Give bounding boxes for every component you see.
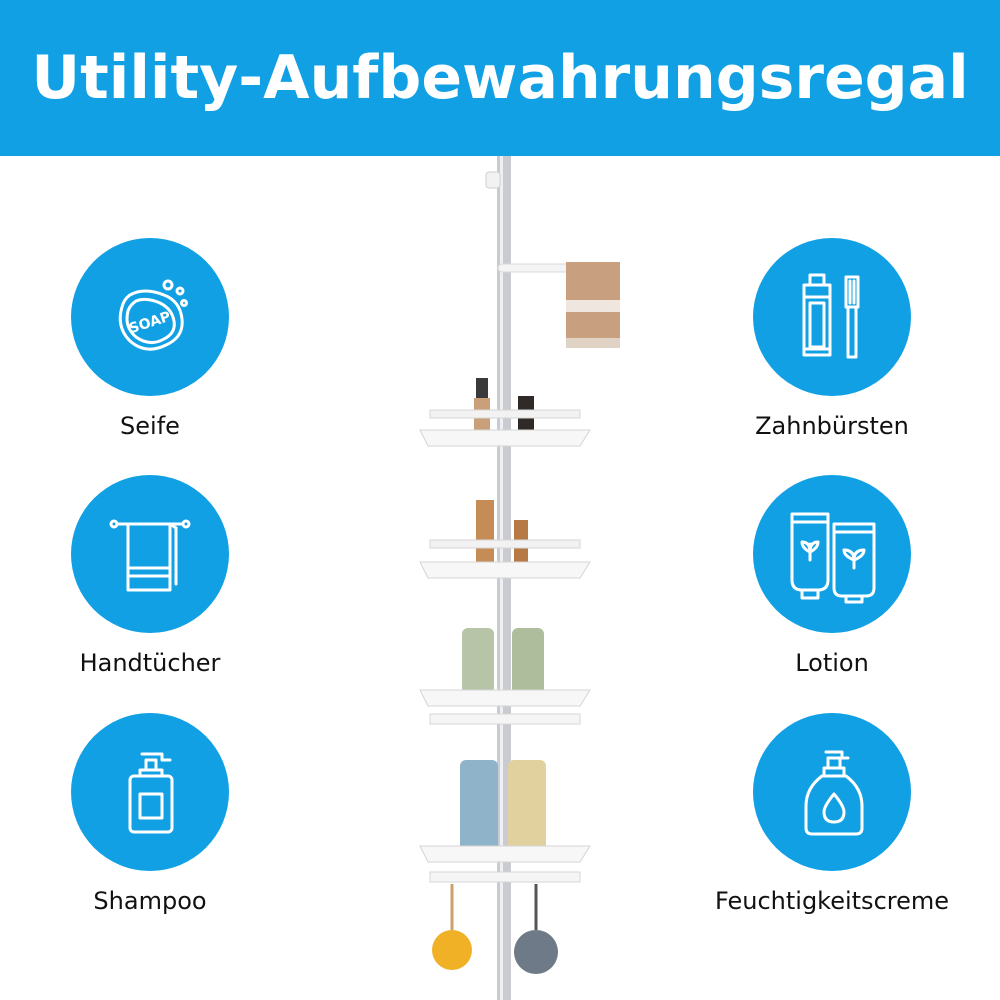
lotion-tubes-icon xyxy=(790,512,876,604)
feature-label-lotion: Lotion xyxy=(795,649,869,677)
bottle-shampoo-1 xyxy=(460,760,498,852)
soap-icon: SOAP xyxy=(118,279,188,351)
moisturizer-bottle-icon-circle xyxy=(753,713,911,871)
feature-towels: Handtücher xyxy=(10,475,290,677)
bath-sponge-grey xyxy=(514,930,558,974)
feature-soap: SOAP Seife xyxy=(10,238,290,440)
soap-icon-circle: SOAP xyxy=(71,238,229,396)
shelf-3 xyxy=(419,689,591,707)
feature-toothbrushes: Zahnbürsten xyxy=(692,238,972,440)
feature-shampoo: Shampoo xyxy=(10,713,290,915)
shelf-1 xyxy=(419,429,591,447)
page-title: Utility-Aufbewahrungsregal xyxy=(31,43,969,113)
soap-text: SOAP xyxy=(127,309,173,337)
pump-bottle-icon xyxy=(128,752,174,834)
towel-icon xyxy=(109,519,191,592)
shelf-4 xyxy=(419,845,591,863)
bath-sponge-yellow xyxy=(432,930,472,970)
toothpaste-toothbrush-icon xyxy=(802,273,860,359)
feature-label-toothbrushes: Zahnbürsten xyxy=(755,412,909,440)
shelf-product-image xyxy=(419,156,620,1000)
feature-lotion: Lotion xyxy=(692,475,972,677)
feature-label-soap: Seife xyxy=(120,412,180,440)
feature-label-moisturizer: Feuchtigkeitscreme xyxy=(714,887,950,915)
pump-bottle-icon-circle xyxy=(71,713,229,871)
towel-stripe xyxy=(566,300,620,312)
towel-icon-circle xyxy=(71,475,229,633)
bottle-soap-2 xyxy=(512,628,544,694)
bottle-soap-1 xyxy=(462,628,494,694)
feature-moisturizer: Feuchtigkeitscreme xyxy=(692,713,972,915)
feature-label-shampoo: Shampoo xyxy=(93,887,207,915)
bottle-serum-3 xyxy=(476,500,494,564)
moisturizer-bottle-icon xyxy=(804,750,864,836)
header-banner: Utility-Aufbewahrungsregal xyxy=(0,0,1000,156)
pole-clamp xyxy=(485,171,501,189)
lotion-tubes-icon-circle xyxy=(753,475,911,633)
toothpaste-toothbrush-icon-circle xyxy=(753,238,911,396)
shelf-2 xyxy=(419,561,591,579)
feature-label-towels: Handtücher xyxy=(79,649,221,677)
bottle-shampoo-2 xyxy=(508,760,546,852)
